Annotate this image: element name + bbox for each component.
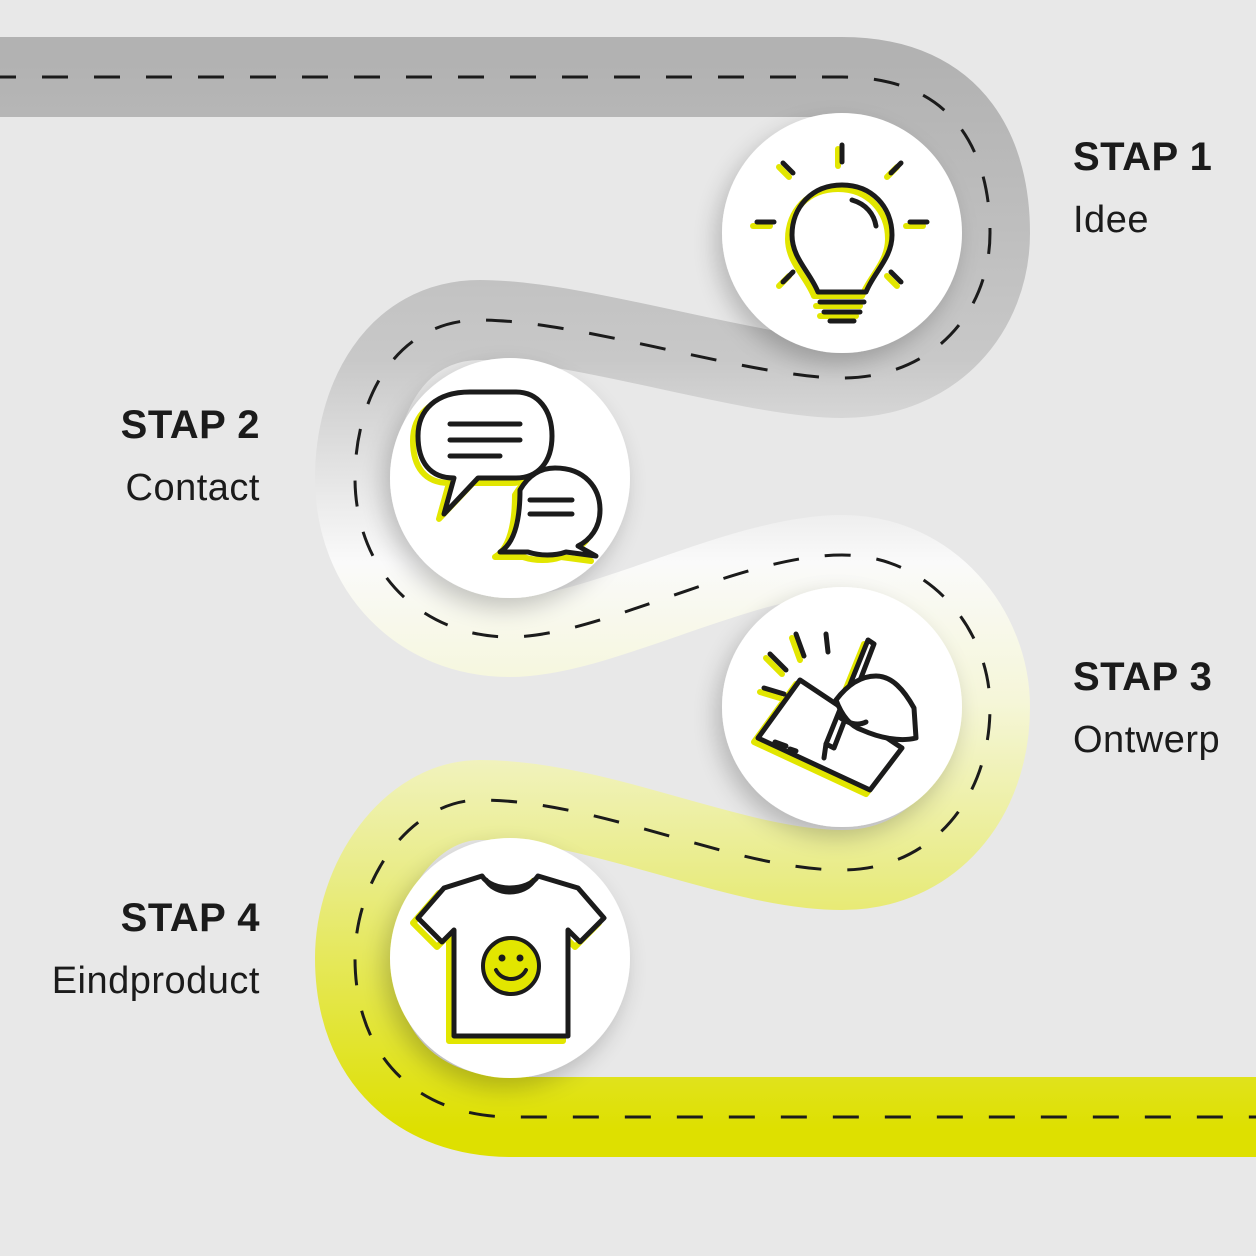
step-4-label: STAP 4 Eindproduct xyxy=(52,898,260,1000)
tshirt-smiley-icon xyxy=(410,873,607,1044)
hand-drawing-icon xyxy=(751,631,919,797)
step-2-circle xyxy=(390,358,630,598)
step-3-label: STAP 3 Ontwerp xyxy=(1073,657,1220,759)
speech-bubbles-icon xyxy=(410,389,603,564)
smiley-icon xyxy=(481,936,541,996)
step-2-name: Contact xyxy=(125,467,260,509)
step-1-label: STAP 1 Idee xyxy=(1073,137,1212,239)
step-2-label: STAP 2 Contact xyxy=(121,405,260,507)
step-4-number: STAP 4 xyxy=(120,896,260,940)
step-3-name: Ontwerp xyxy=(1073,719,1221,761)
step-1-name: Idee xyxy=(1073,199,1149,241)
lightbulb-icon xyxy=(750,142,930,324)
step-3-number: STAP 3 xyxy=(1073,655,1213,699)
road-center-dashes xyxy=(0,75,1256,1119)
step-1-circle xyxy=(722,113,962,353)
step-4-name: Eindproduct xyxy=(51,960,260,1002)
step-1-number: STAP 1 xyxy=(1073,135,1213,179)
step-3-circle xyxy=(722,587,962,827)
step-4-circle xyxy=(390,838,630,1078)
step-2-number: STAP 2 xyxy=(120,403,260,447)
